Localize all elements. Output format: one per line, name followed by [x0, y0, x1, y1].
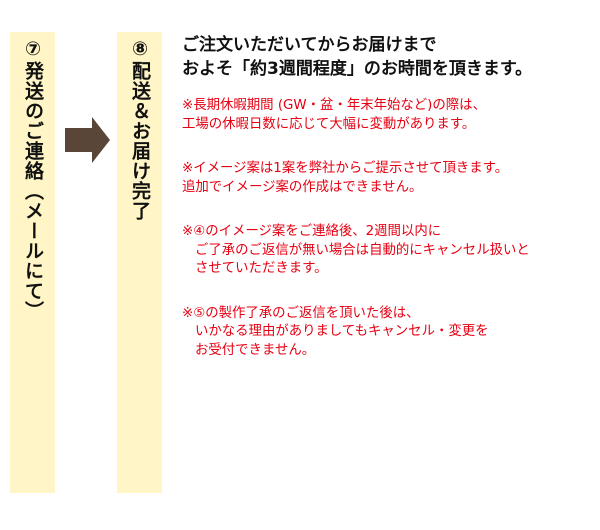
- step-8-column: ⑧配送＆お届け完了: [117, 32, 162, 493]
- note-line: ※イメージ案は1案を弊社からご提示させて頂きます。: [182, 161, 509, 176]
- delivery-info: ご注文いただいてからお届けまで およそ「約3週間程度」のお時間を頂きます。 ※長…: [182, 33, 597, 386]
- heading-line-1: ご注文いただいてからお届けまで: [182, 35, 437, 55]
- step-7-column: ⑦発送のご連絡（メールにて）: [10, 32, 55, 493]
- note-line: させていただきます。: [195, 261, 328, 276]
- note-line: ご了承のご返信が無い場合は自動的にキャンセル扱いと: [195, 242, 530, 258]
- notes-list: ※長期休暇期間 (GW・盆・年末年始など)の際は、 工場の休暇日数に応じて大幅に…: [182, 97, 597, 360]
- note-auto-cancel: ※④のイメージ案をご連絡後、2週間以内に ご了承のご返信が無い場合は自動的にキャ…: [182, 223, 597, 279]
- note-line: ※④のイメージ案をご連絡後、2週間以内に: [182, 224, 442, 239]
- delivery-time-heading: ご注文いただいてからお届けまで およそ「約3週間程度」のお時間を頂きます。: [182, 33, 597, 81]
- note-line: いかなる理由がありましてもキャンセル・変更を: [195, 324, 489, 339]
- note-line: ※⑤の製作了承のご返信を頂いた後は、: [182, 305, 420, 321]
- note-line: ※長期休暇期間 (GW・盆・年末年始など)の際は、: [182, 98, 486, 113]
- note-line: お受付できません。: [195, 342, 316, 358]
- note-line: 追加でイメージ案の作成はできません。: [182, 179, 423, 195]
- heading-line-2: およそ「約3週間程度」のお時間を頂きます。: [182, 59, 533, 79]
- right-arrow-icon: [65, 117, 110, 163]
- note-no-cancel: ※⑤の製作了承のご返信を頂いた後は、 いかなる理由がありましてもキャンセル・変更…: [182, 305, 597, 361]
- step-8-label: ⑧配送＆お届け完了: [129, 38, 151, 221]
- note-image-proposal: ※イメージ案は1案を弊社からご提示させて頂きます。 追加でイメージ案の作成はでき…: [182, 160, 597, 197]
- note-line: 工場の休暇日数に応じて大幅に変動があります。: [182, 116, 476, 132]
- step-7-label: ⑦発送のご連絡（メールにて）: [22, 38, 44, 321]
- note-holiday: ※長期休暇期間 (GW・盆・年末年始など)の際は、 工場の休暇日数に応じて大幅に…: [182, 97, 597, 134]
